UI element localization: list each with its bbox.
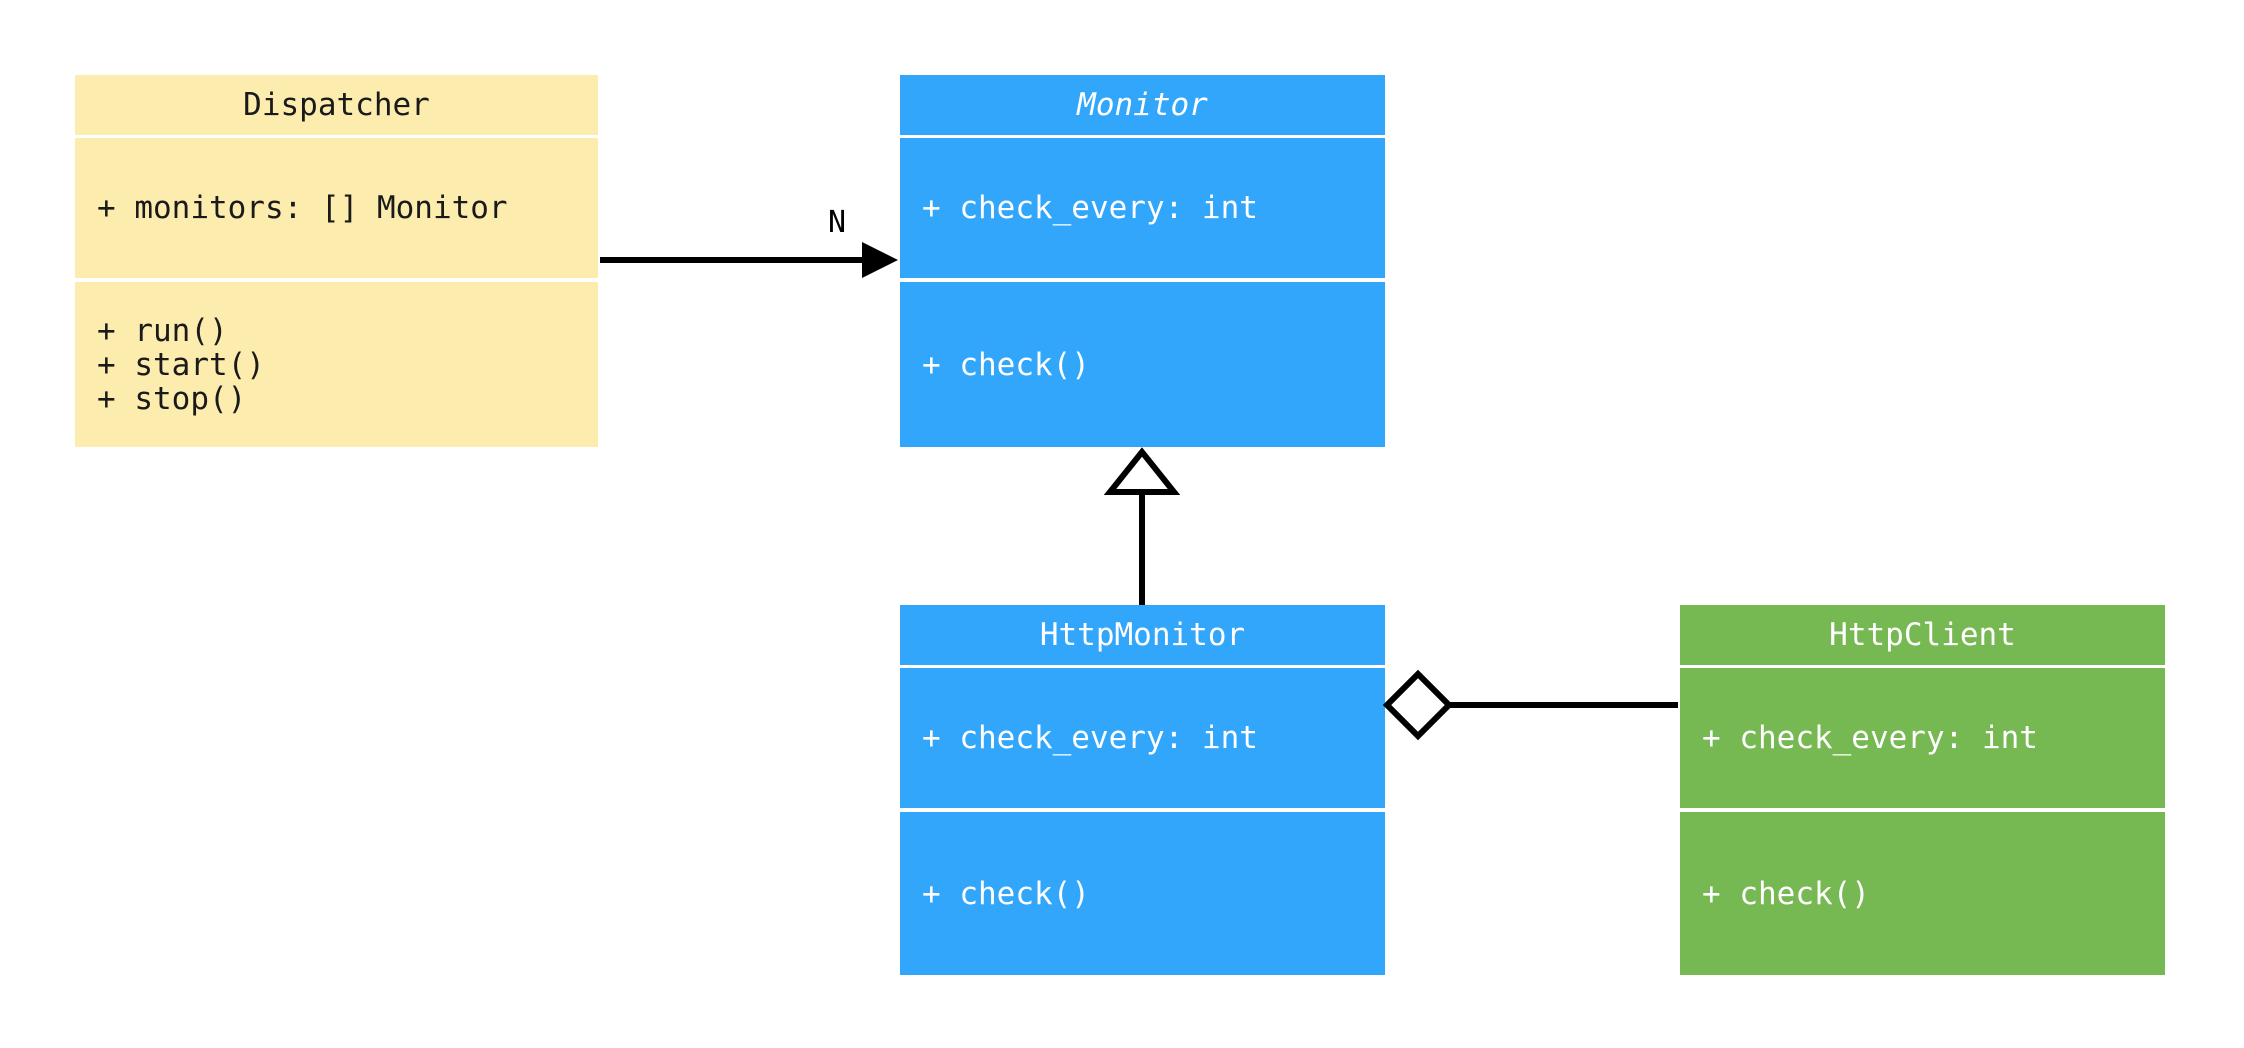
class-methods-dispatcher: + run() + start() + stop() bbox=[75, 282, 598, 447]
class-box-http-monitor[interactable]: HttpMonitor + check_every: int + check() bbox=[900, 605, 1385, 975]
class-box-dispatcher[interactable]: Dispatcher + monitors: [] Monitor + run(… bbox=[75, 75, 598, 447]
class-attributes-http-monitor: + check_every: int bbox=[900, 668, 1385, 808]
attribute-row: + check_every: int bbox=[922, 190, 1258, 226]
method-row: + start() bbox=[97, 346, 265, 383]
class-methods-http-client: + check() bbox=[1680, 812, 2165, 975]
class-title-http-client: HttpClient bbox=[1680, 605, 2165, 665]
hollow-triangle-icon bbox=[1103, 447, 1181, 495]
class-box-http-client[interactable]: HttpClient + check_every: int + check() bbox=[1680, 605, 2165, 975]
class-title-dispatcher: Dispatcher bbox=[75, 75, 598, 135]
class-name-text: Dispatcher bbox=[243, 87, 430, 123]
class-attributes-dispatcher: + monitors: [] Monitor bbox=[75, 138, 598, 278]
class-name-text: Monitor bbox=[1077, 87, 1208, 123]
class-name-text: HttpClient bbox=[1829, 617, 2016, 653]
class-title-monitor: Monitor bbox=[900, 75, 1385, 135]
method-row: + stop() bbox=[97, 380, 247, 417]
class-title-http-monitor: HttpMonitor bbox=[900, 605, 1385, 665]
relationship-dispatcher-to-monitor bbox=[600, 242, 898, 278]
class-methods-http-monitor: + check() bbox=[900, 812, 1385, 975]
class-attributes-http-client: + check_every: int bbox=[1680, 668, 2165, 808]
class-box-monitor[interactable]: Monitor + check_every: int + check() bbox=[900, 75, 1385, 447]
attribute-row: + monitors: [] Monitor bbox=[97, 190, 508, 226]
class-name-text: HttpMonitor bbox=[1039, 617, 1246, 653]
method-row: + check() bbox=[1702, 875, 1870, 912]
hollow-diamond-icon bbox=[1382, 669, 1454, 741]
filled-arrow-icon bbox=[862, 242, 898, 278]
attribute-row: + check_every: int bbox=[1702, 720, 2038, 756]
method-row: + run() bbox=[97, 312, 228, 349]
class-attributes-monitor: + check_every: int bbox=[900, 138, 1385, 278]
method-row: + check() bbox=[922, 875, 1090, 912]
attribute-row: + check_every: int bbox=[922, 720, 1258, 756]
method-row: + check() bbox=[922, 346, 1090, 383]
class-methods-monitor: + check() bbox=[900, 282, 1385, 447]
relationship-http-monitor-to-monitor bbox=[1103, 447, 1181, 605]
relationship-http-monitor-to-http-client bbox=[1382, 669, 1678, 741]
association-multiplicity-label: N bbox=[828, 205, 847, 240]
